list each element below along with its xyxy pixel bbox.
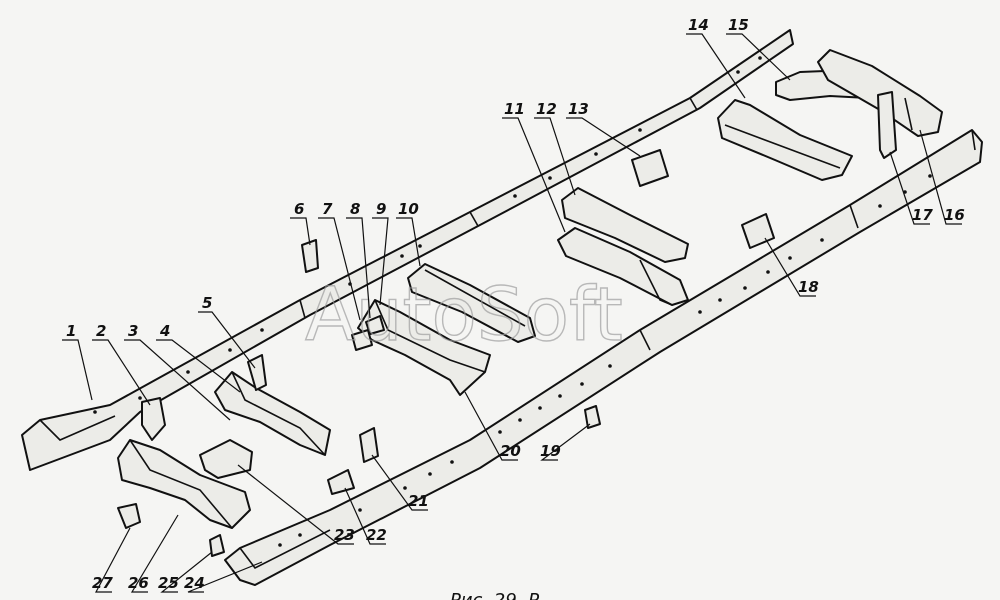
- callout-10: 10: [398, 200, 419, 218]
- callout-4: 4: [159, 322, 170, 340]
- callout-17: 17: [912, 206, 933, 224]
- front-cross-member-16: [817, 49, 943, 137]
- callout-22: 22: [366, 526, 387, 544]
- watermark-text: AutoSoft: [305, 272, 623, 358]
- bracket-18: [741, 213, 775, 249]
- bracket-8: [365, 315, 385, 335]
- bracket-22: [327, 469, 355, 495]
- cross-member-10: [407, 263, 536, 343]
- leader-lines: [62, 33, 962, 593]
- cross-member-12: [561, 187, 689, 263]
- callout-16: 16: [944, 206, 965, 224]
- callout-6: 6: [294, 200, 304, 218]
- callout-9: 9: [376, 200, 386, 218]
- strut-17: [877, 91, 897, 159]
- callout-2: 2: [96, 322, 106, 340]
- bracket-23: [199, 439, 253, 479]
- right-side-member: [224, 129, 983, 586]
- callout-27: 27: [92, 574, 113, 592]
- callout-5: 5: [202, 294, 212, 312]
- callout-8: 8: [350, 200, 360, 218]
- callout-20: 20: [500, 442, 521, 460]
- bracket-5: [247, 354, 267, 391]
- callout-14: 14: [688, 16, 709, 34]
- bracket-2: [141, 397, 166, 441]
- left-member-holes: [93, 56, 762, 414]
- callout-24: 24: [184, 574, 205, 592]
- callout-numbers: 1 2 3 4 5 6 7 8 9 10 11 12 13 14 15 16 1…: [66, 16, 965, 592]
- figure-caption: Рис. 29. Р: [450, 590, 539, 600]
- bracket-21: [359, 427, 379, 463]
- callout-15: 15: [728, 16, 749, 34]
- right-member-holes: [278, 174, 932, 547]
- callout-12: 12: [536, 100, 557, 118]
- callout-13: 13: [568, 100, 589, 118]
- bracket-7: [351, 329, 373, 351]
- callout-25: 25: [158, 574, 179, 592]
- callout-23: 23: [334, 526, 355, 544]
- callout-26: 26: [128, 574, 149, 592]
- bracket-25: [209, 534, 225, 557]
- bracket-13: [631, 149, 669, 187]
- bracket-19: [584, 405, 601, 429]
- cross-member-14: [717, 99, 853, 181]
- callout-19: 19: [540, 442, 561, 460]
- bracket-6: [301, 239, 319, 273]
- callout-1: 1: [66, 322, 76, 340]
- callout-18: 18: [798, 278, 819, 296]
- cross-member-11: [557, 227, 689, 306]
- callout-11: 11: [504, 100, 525, 118]
- bracket-27: [117, 503, 141, 529]
- callout-3: 3: [128, 322, 138, 340]
- callout-7: 7: [322, 200, 333, 218]
- callout-21: 21: [408, 492, 429, 510]
